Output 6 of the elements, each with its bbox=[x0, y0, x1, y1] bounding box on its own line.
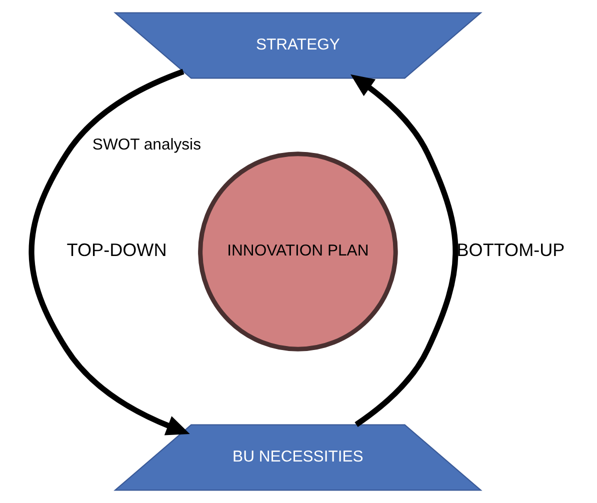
arrow bbox=[28, 68, 190, 436]
node-label: SWOT analysis bbox=[92, 136, 201, 154]
arrow bbox=[350, 74, 458, 427]
edge-label: BOTTOM-UP bbox=[456, 240, 565, 260]
node-circle: INNOVATION PLAN bbox=[198, 152, 398, 352]
edge-label: TOP-DOWN bbox=[66, 240, 167, 260]
